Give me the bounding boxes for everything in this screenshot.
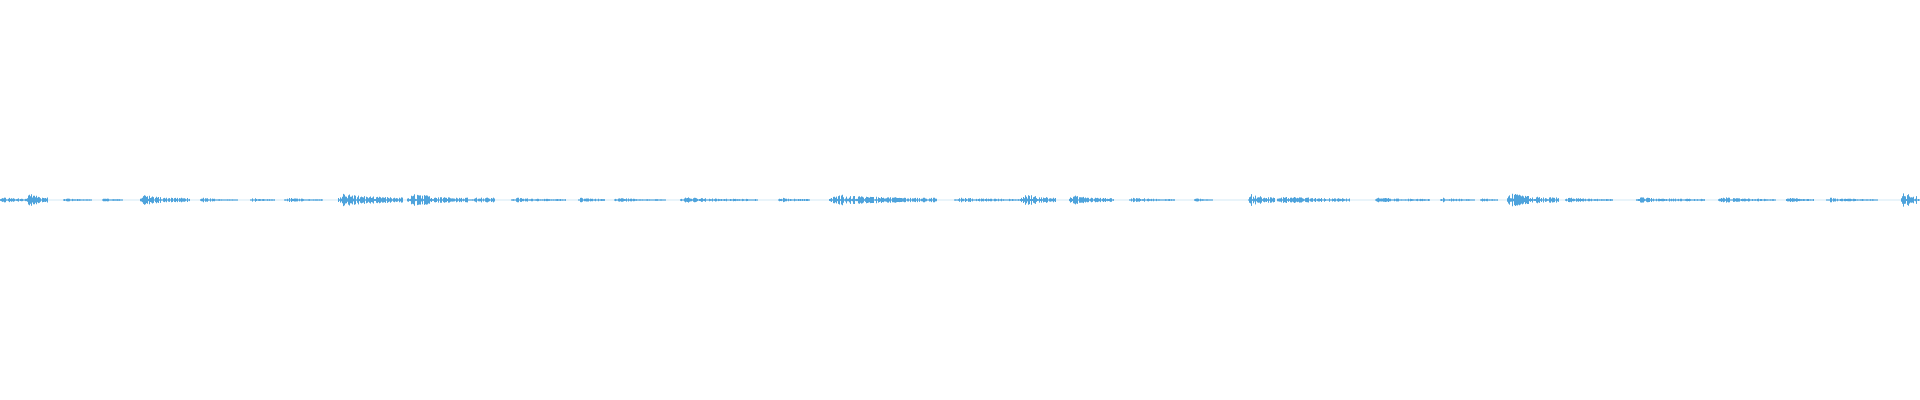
waveform-segment: [1440, 197, 1475, 203]
waveform-segment: [102, 198, 123, 202]
waveform-segment: [829, 194, 937, 206]
waveform-segment: [1480, 198, 1498, 202]
waveform-segment: [511, 197, 566, 203]
waveform-segment: [1826, 197, 1878, 203]
waveform-segment: [778, 197, 810, 203]
waveform-segment: [1507, 193, 1559, 207]
waveform-segment: [250, 198, 275, 202]
waveform-segment: [1069, 195, 1114, 205]
waveform-segment: [284, 198, 323, 202]
waveform-segment: [680, 197, 758, 203]
waveform-segment: [614, 198, 666, 202]
waveform-segment: [200, 197, 238, 203]
waveform-segment: [407, 194, 495, 206]
waveform-segment: [1277, 197, 1350, 203]
waveform-segment: [1636, 197, 1705, 203]
waveform-segment: [338, 193, 403, 207]
waveform-segment: [1901, 193, 1920, 207]
waveform-segment: [1718, 197, 1776, 203]
waveform-segment: [63, 198, 92, 202]
waveform-segment: [1248, 194, 1275, 206]
waveform-segment: [27, 194, 48, 206]
waveform-segment: [140, 195, 190, 205]
waveform-bars: [0, 193, 1920, 207]
waveform-segment: [1021, 195, 1056, 205]
waveform-segment: [1786, 198, 1814, 202]
waveform-segment: [578, 197, 605, 203]
waveform-segment: [1129, 197, 1175, 203]
waveform-segment: [1375, 197, 1430, 203]
waveform-segment: [1565, 197, 1613, 203]
waveform-segment: [1194, 198, 1213, 202]
